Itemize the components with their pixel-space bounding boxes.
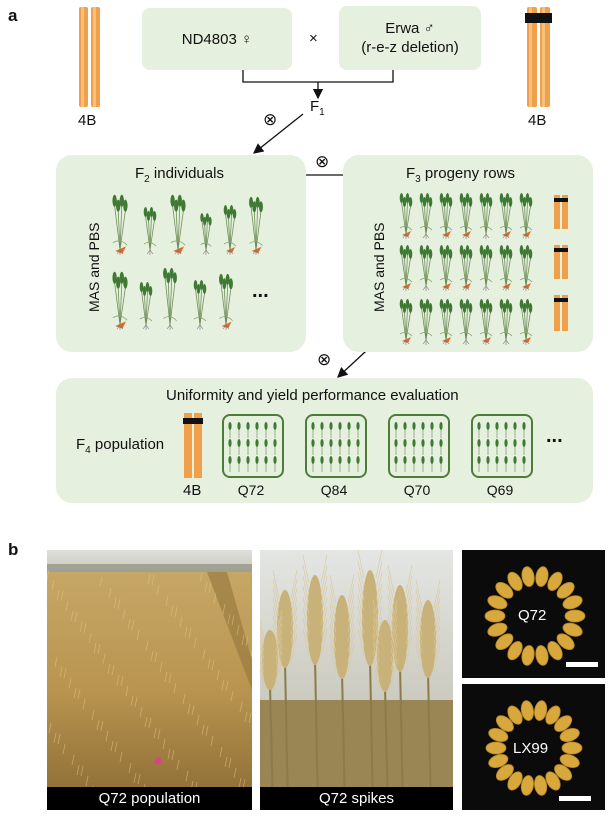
f4-chromosome-label: 4B (183, 482, 202, 499)
chromosome-right (524, 7, 554, 107)
f4-title: F4 population (76, 436, 165, 456)
chromosome-right-label: 4B (528, 112, 547, 129)
f2-box (56, 155, 306, 352)
parent-male-box: Erwa ♂ (r-e-z deletion) (339, 6, 481, 70)
f2-title: F2 individuals (135, 165, 224, 185)
plots-ellipsis: ... (546, 425, 563, 447)
plot-q69 (471, 414, 533, 478)
photo1-caption: Q72 population (47, 787, 252, 810)
plot-q70 (388, 414, 450, 478)
chromosome-left (77, 7, 103, 107)
f4-chromosome (182, 413, 204, 478)
f3-title: F3 progeny rows (406, 165, 515, 185)
panel-b-letter: b (8, 540, 19, 559)
parent-female-label: ND4803 ♀ (181, 30, 253, 48)
plot-q72 (222, 414, 284, 478)
self-symbol-1: ⊗ (263, 110, 278, 129)
plot-q84 (305, 414, 367, 478)
plot-label-q72: Q72 (237, 482, 265, 498)
eval-title: Uniformity and yield performance evaluat… (166, 387, 459, 404)
f2-ellipsis: ... (252, 280, 269, 302)
scale-bar-2 (559, 796, 591, 801)
self-symbol-2: ⊗ (315, 152, 330, 171)
f2-plants (108, 190, 298, 340)
cross-symbol: × (309, 30, 318, 47)
plot-label-q70: Q70 (403, 482, 431, 498)
f2-mas-label: MAS and PBS (86, 222, 102, 313)
self-symbol-3: ⊗ (317, 350, 332, 369)
grain-photo-q72: Q72 (462, 550, 605, 678)
f3-plants (398, 190, 546, 345)
photo2-caption: Q72 spikes (260, 787, 453, 810)
scale-bar-1 (566, 662, 598, 667)
panel-a-letter: a (8, 6, 18, 25)
grain-label-q72: Q72 (518, 607, 547, 624)
photo-q72-spikes: Q72 spikes (260, 550, 453, 810)
parent-male-label: Erwa ♂ (385, 20, 435, 37)
grain-photo-lx99: LX99 (462, 684, 605, 810)
chromosome-left-label: 4B (78, 112, 97, 129)
plot-label-q69: Q69 (486, 482, 514, 498)
f1-label: F1 (310, 98, 325, 118)
grain-label-lx99: LX99 (513, 740, 549, 757)
parent-male-deletion: (r-e-z deletion) (361, 39, 459, 56)
parent-female-box: ND4803 ♀ (142, 8, 292, 70)
f3-mas-label: MAS and PBS (371, 222, 387, 313)
f3-chromosomes (552, 195, 572, 345)
plot-label-q84: Q84 (320, 482, 348, 498)
photo-q72-population: Q72 population (47, 550, 252, 810)
